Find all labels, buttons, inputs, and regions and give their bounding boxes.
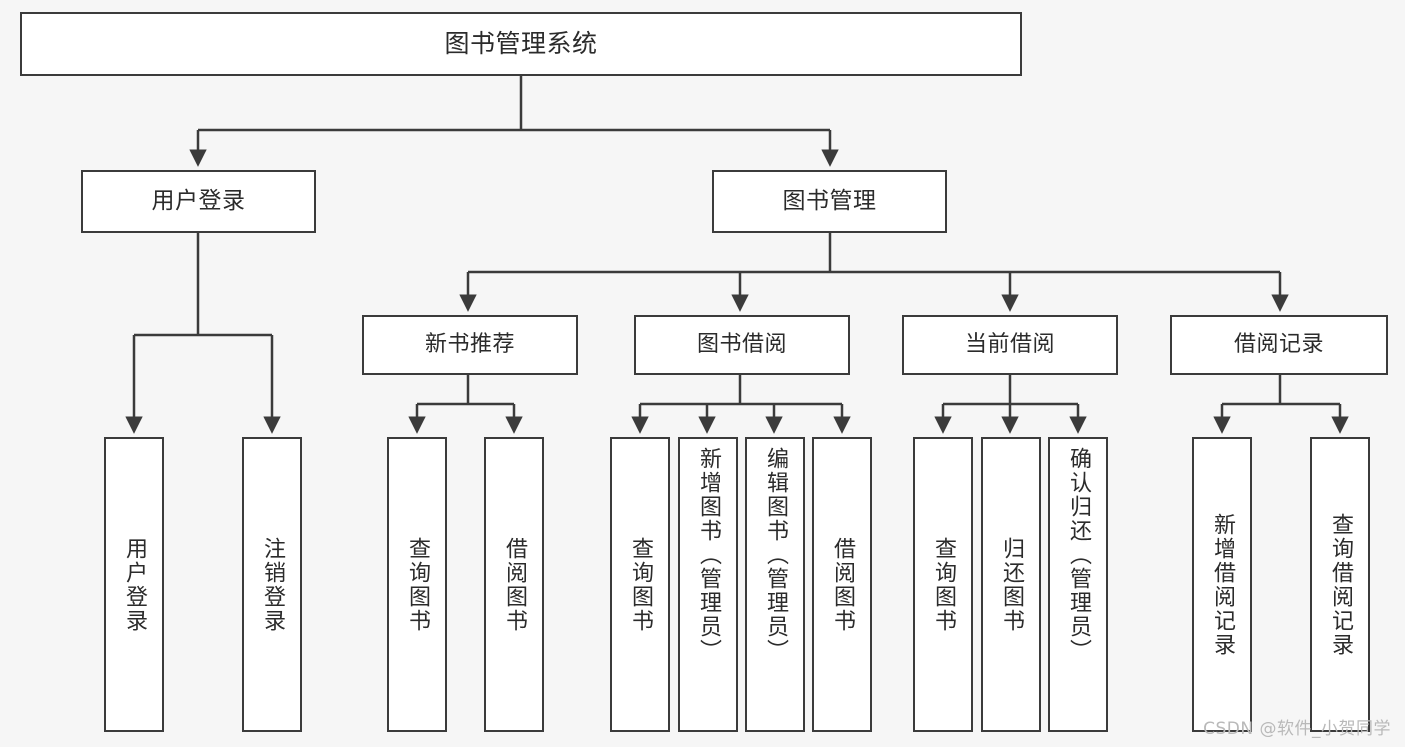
node-user-login[interactable]: 用户登录 [81, 170, 316, 233]
node-label: 当前借阅 [964, 331, 1055, 357]
node-label: 查询图书 [405, 536, 430, 633]
leaf-borrow-edit-book-admin[interactable]: 编辑图书（管理员） [745, 437, 805, 732]
node-label: 新书推荐 [424, 331, 515, 357]
leaf-new-book-borrow[interactable]: 借阅图书 [484, 437, 544, 732]
node-label: 编辑图书（管理员） [763, 447, 788, 663]
node-label: 用户登录 [122, 536, 147, 633]
node-root-library-system[interactable]: 图书管理系统 [20, 12, 1022, 76]
leaf-new-book-query[interactable]: 查询图书 [387, 437, 447, 732]
leaf-borrow-add-book-admin[interactable]: 新增图书（管理员） [678, 437, 738, 732]
node-label: 注销登录 [260, 536, 285, 633]
csdn-watermark: CSDN @软件_小贺同学 [1203, 719, 1391, 739]
node-label: 查询借阅记录 [1328, 512, 1353, 657]
node-label: 新增图书（管理员） [696, 447, 721, 663]
node-label: 用户登录 [151, 187, 246, 214]
leaf-current-confirm-return-admin[interactable]: 确认归还（管理员） [1048, 437, 1108, 732]
leaf-record-query-record[interactable]: 查询借阅记录 [1310, 437, 1370, 732]
leaf-current-query-book[interactable]: 查询图书 [913, 437, 973, 732]
node-label: 借阅图书 [830, 536, 855, 633]
node-borrow-record[interactable]: 借阅记录 [1170, 315, 1388, 375]
node-label: 确认归还（管理员） [1066, 447, 1091, 663]
node-label: 归还图书 [999, 536, 1024, 633]
node-label: 查询图书 [931, 536, 956, 633]
leaf-borrow-query-book[interactable]: 查询图书 [610, 437, 670, 732]
node-current-borrow[interactable]: 当前借阅 [902, 315, 1118, 375]
leaf-current-return-book[interactable]: 归还图书 [981, 437, 1041, 732]
node-label: 图书管理系统 [444, 29, 598, 58]
node-label: 图书借阅 [696, 331, 787, 357]
node-label: 借阅记录 [1233, 331, 1324, 357]
node-label: 查询图书 [628, 536, 653, 633]
leaf-user-login-signout[interactable]: 注销登录 [242, 437, 302, 732]
node-label: 新增借阅记录 [1210, 512, 1235, 657]
leaf-user-login-signin[interactable]: 用户登录 [104, 437, 164, 732]
leaf-record-add-record[interactable]: 新增借阅记录 [1192, 437, 1252, 732]
node-new-book-recommend[interactable]: 新书推荐 [362, 315, 578, 375]
node-book-management[interactable]: 图书管理 [712, 170, 947, 233]
node-label: 借阅图书 [502, 536, 527, 633]
node-label: 图书管理 [782, 187, 877, 214]
leaf-borrow-borrow-book[interactable]: 借阅图书 [812, 437, 872, 732]
node-book-borrow[interactable]: 图书借阅 [634, 315, 850, 375]
